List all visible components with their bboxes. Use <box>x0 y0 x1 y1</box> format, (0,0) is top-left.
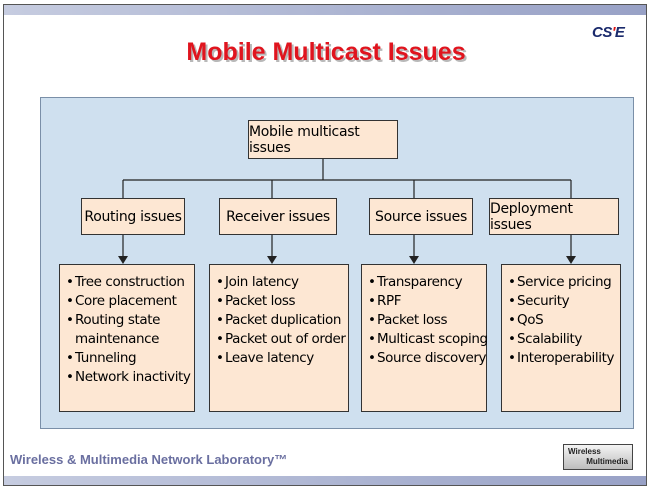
list-box-receiver: Join latency Packet loss Packet duplicat… <box>209 264 349 412</box>
list-item: Packet out of order <box>216 330 346 349</box>
list-item: RPF <box>368 292 482 311</box>
wireless-multimedia-logo: Wireless Multimedia <box>563 444 633 470</box>
list-item-continuation: maintenance <box>75 331 160 347</box>
top-decorative-bar <box>4 5 646 15</box>
category-box-source: Source issues <box>369 198 473 235</box>
list-item: Scalability <box>508 330 616 349</box>
logo-line-2: Multimedia <box>586 457 628 466</box>
lab-name-footer: Wireless & Multimedia Network Laboratory… <box>10 452 288 467</box>
diagram-panel: Mobile multicast issues Routing issues R… <box>40 97 634 429</box>
list-item: Multicast scoping <box>368 330 488 349</box>
list-box-source: Transparency RPF Packet loss Multicast s… <box>361 264 488 412</box>
list-item: Security <box>508 292 616 311</box>
list-item: Network inactivity <box>66 368 191 387</box>
list-box-deployment: Service pricing Security QoS Scalability… <box>501 264 621 412</box>
list-item: QoS <box>508 311 616 330</box>
connector-lines <box>118 159 576 264</box>
list-item: Tree construction <box>66 273 190 292</box>
list-item: Core placement <box>66 292 190 311</box>
category-box-receiver: Receiver issues <box>219 198 337 235</box>
slide-frame <box>3 4 647 486</box>
logo-line-1: Wireless <box>568 447 601 456</box>
list-box-routing: Tree construction Core placement Routing… <box>59 264 195 412</box>
list-item: Packet duplication <box>216 311 344 330</box>
list-item: Routing state <box>66 311 190 330</box>
list-item: Service pricing <box>508 273 616 292</box>
category-box-deployment: Deployment issues <box>489 198 619 235</box>
cse-logo: CS'E <box>592 24 625 41</box>
list-item: Packet loss <box>216 292 344 311</box>
bottom-decorative-bar <box>4 476 646 485</box>
list-item: Source discovery <box>368 349 487 368</box>
list-item: Leave latency <box>216 349 344 368</box>
root-box: Mobile multicast issues <box>248 120 398 159</box>
slide-title: Mobile Multicast Issues <box>186 38 466 66</box>
list-item: Join latency <box>216 273 344 292</box>
list-item: Transparency <box>368 273 482 292</box>
list-item: Packet loss <box>368 311 482 330</box>
list-item: Tunneling <box>66 349 190 368</box>
list-item: Interoperability <box>508 349 616 368</box>
category-box-routing: Routing issues <box>81 198 185 235</box>
